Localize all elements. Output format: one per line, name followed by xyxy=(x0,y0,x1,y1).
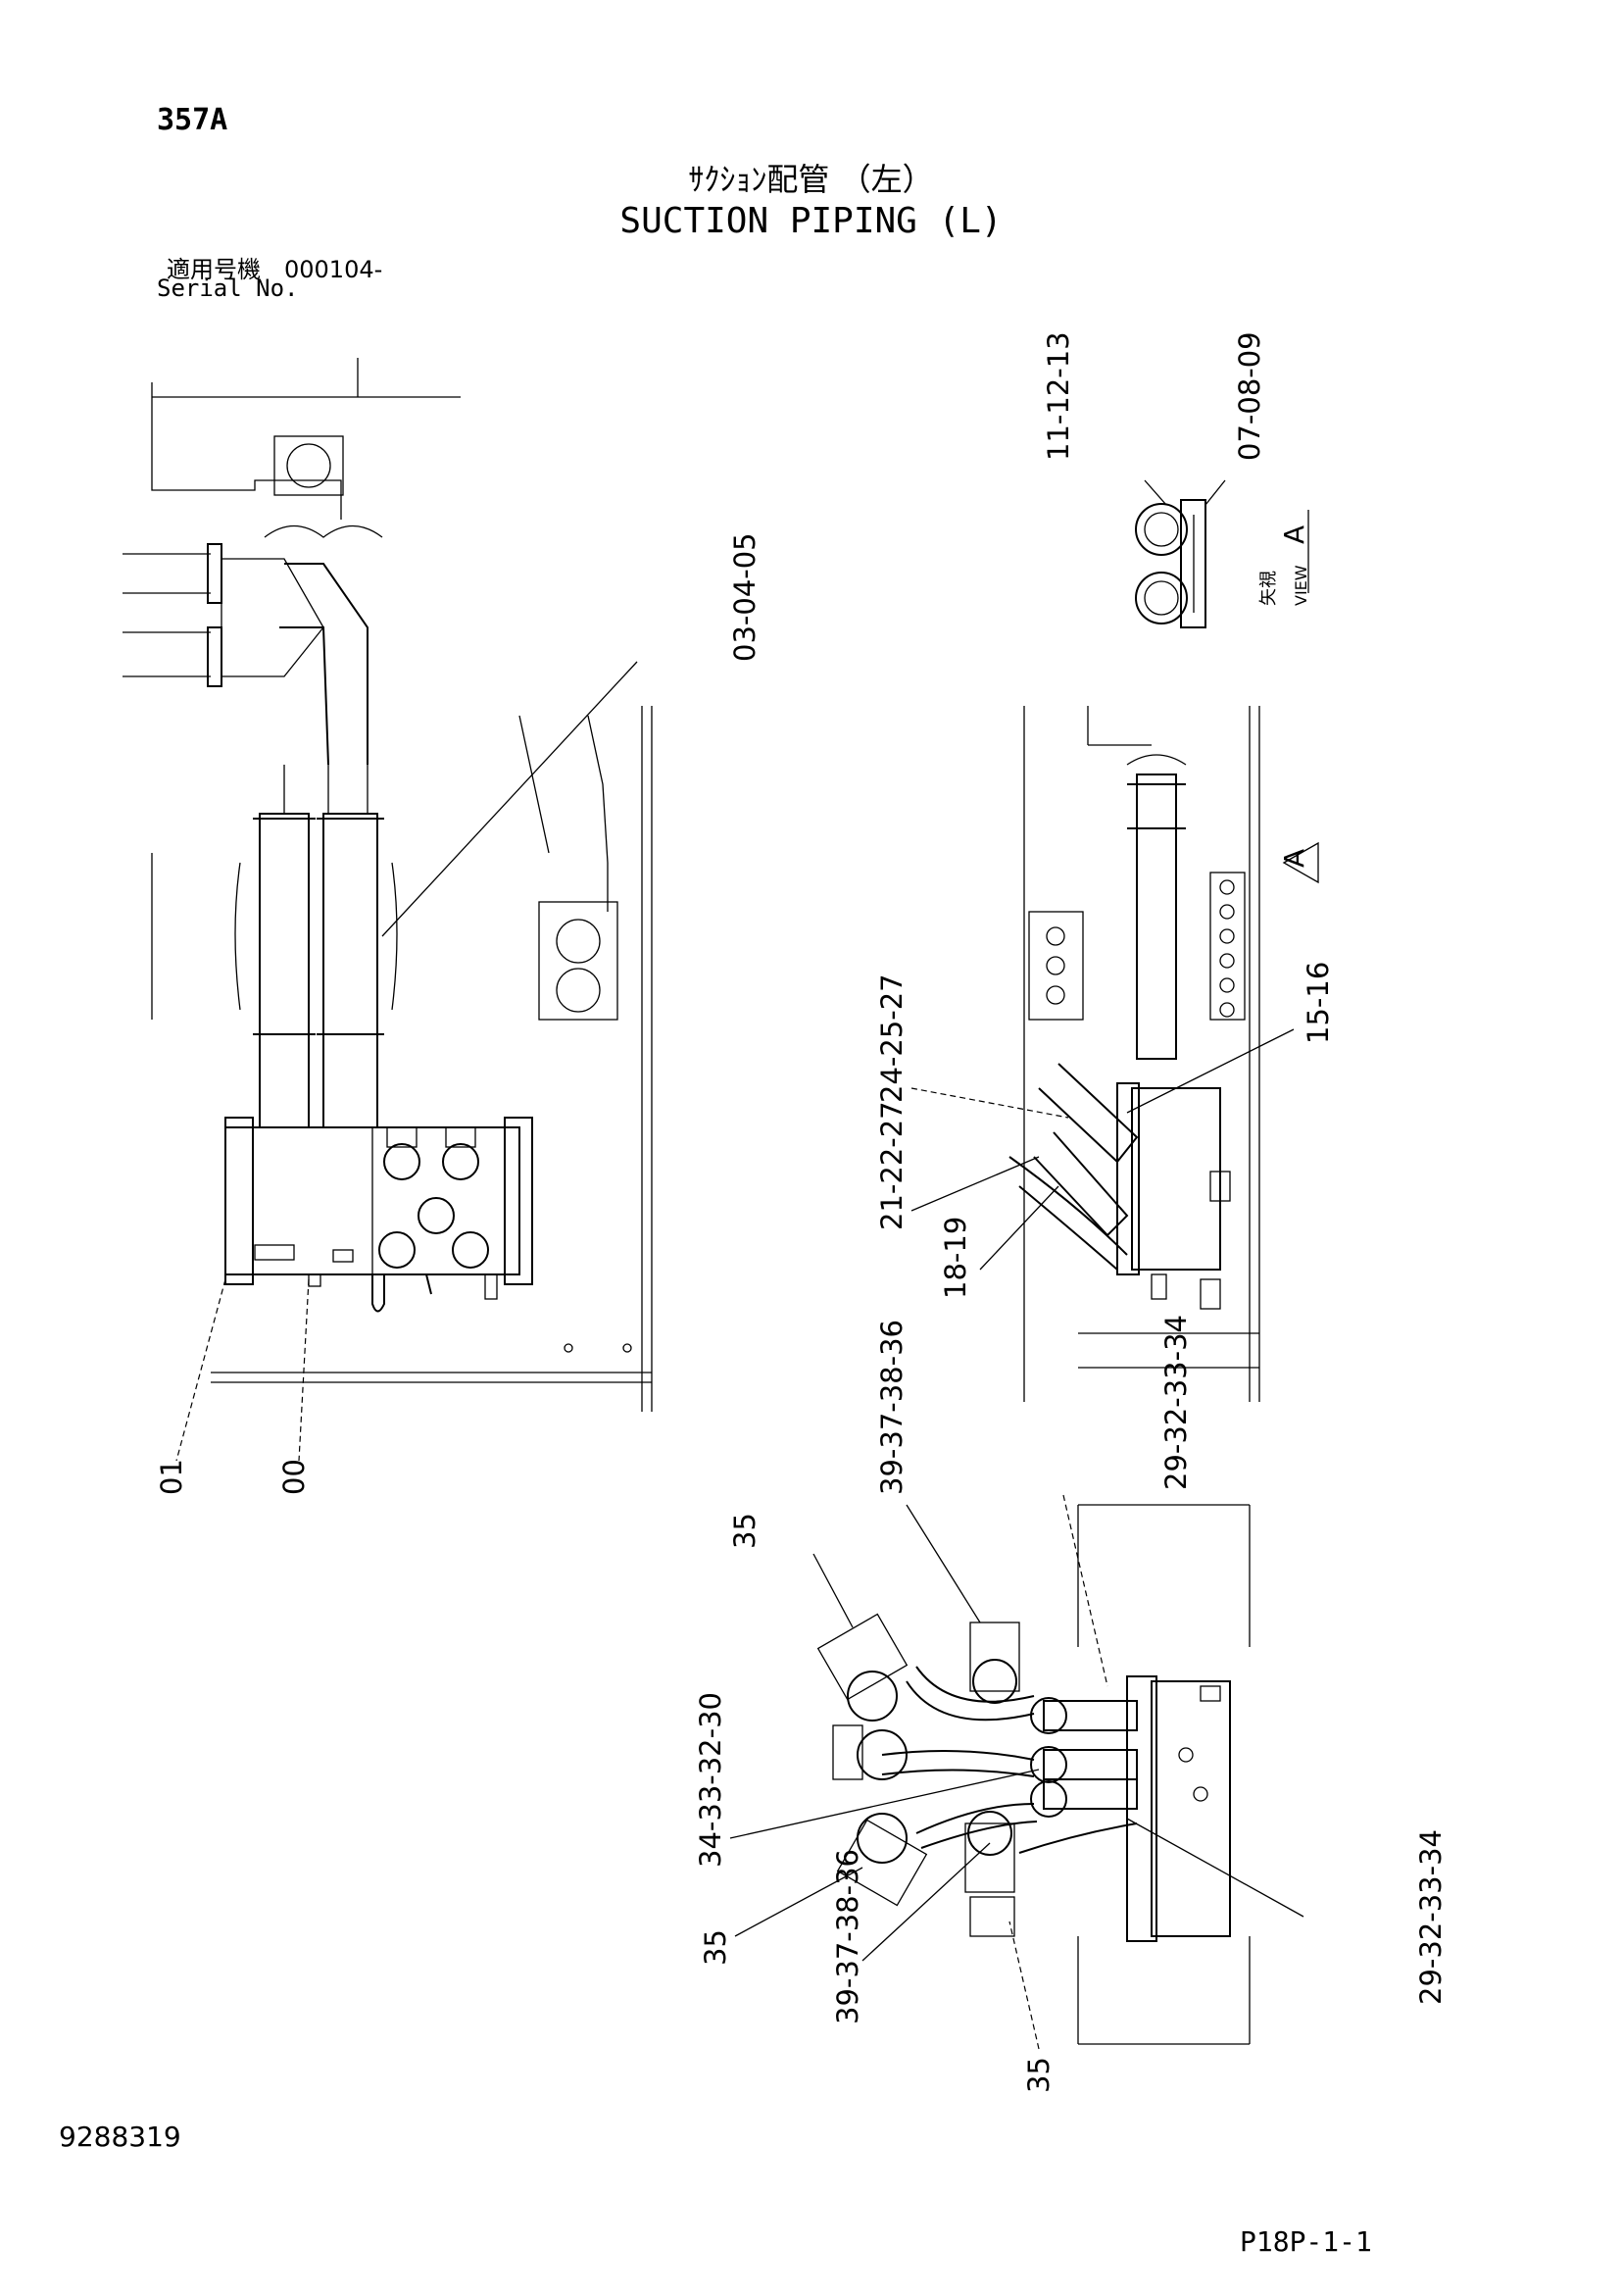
view-arrow-mark-a: A xyxy=(1278,849,1310,868)
callout-35-top: 35 xyxy=(728,1513,762,1549)
leader-29-32-33-34-top xyxy=(1062,1494,1108,1687)
callout-21-22-27: 21-22-27 xyxy=(875,1101,909,1230)
side-port-circle xyxy=(556,919,601,964)
pump-cluster xyxy=(816,1613,1020,1937)
callout-15-16: 15-16 xyxy=(1302,962,1335,1044)
leader-35-bottom xyxy=(1008,1921,1040,2050)
frame-curve xyxy=(587,715,609,912)
callout-29-32-33-34-top: 29-32-33-34 xyxy=(1159,1315,1193,1490)
callout-35-left: 35 xyxy=(699,1929,732,1966)
view-label-jp: 矢視 xyxy=(1258,571,1279,606)
serial-label-japanese: 適用号機 000104- xyxy=(167,256,383,283)
callout-01: 01 xyxy=(155,1459,188,1495)
leader-18-19 xyxy=(979,1185,1059,1271)
manifold-block xyxy=(224,1117,533,1313)
leader-35-left xyxy=(734,1867,863,1937)
leader-11-12-13 xyxy=(1144,479,1167,506)
callout-labels: 03-04-05 11-12-13 07-08-09 24-25-27 21-2… xyxy=(155,331,1448,2093)
leader-39-37-38-36-bottom xyxy=(861,1842,991,1962)
callout-34-33-32-30: 34-33-32-30 xyxy=(694,1692,727,1868)
title-japanese: ｻｸｼｮﾝ配管 （左） xyxy=(688,161,934,198)
callout-03-04-05: 03-04-05 xyxy=(728,532,762,662)
page-reference: P18P-1-1 xyxy=(1240,2225,1372,2258)
side-port-circle xyxy=(556,968,601,1013)
view-label-en: VIEW xyxy=(1292,565,1310,606)
serial-label-english: Serial No. xyxy=(157,275,299,302)
callout-18-19: 18-19 xyxy=(939,1217,972,1299)
callout-39-37-38-36-bottom: 39-37-38-36 xyxy=(831,1849,864,2024)
leader-39-37-38-36-top xyxy=(906,1504,981,1623)
frame-curve xyxy=(518,715,550,854)
page-code: 357A xyxy=(157,103,228,137)
callout-29-32-33-34-bottom: 29-32-33-34 xyxy=(1414,1829,1448,2005)
bottom-right-view xyxy=(729,1494,1304,2050)
leader-01 xyxy=(175,1278,226,1462)
left-main-view xyxy=(123,358,653,1462)
callout-24-25-27: 24-25-27 xyxy=(875,973,909,1103)
title-english: SUCTION PIPING (L) xyxy=(619,201,1003,241)
break-line xyxy=(264,524,383,538)
leader-29-32-33-34-bottom xyxy=(1126,1818,1304,1918)
upper-flange-circle xyxy=(286,443,331,488)
leader-00 xyxy=(298,1278,310,1462)
upper-frame-outline xyxy=(151,382,342,520)
callout-07-08-09: 07-08-09 xyxy=(1233,331,1266,461)
suction-pipes xyxy=(151,563,398,1128)
leader-34-33-32-30 xyxy=(729,1769,1040,1839)
callout-39-37-38-36-top: 39-37-38-36 xyxy=(875,1320,909,1495)
callout-11-12-13: 11-12-13 xyxy=(1042,331,1075,461)
bolt-dot xyxy=(564,1343,573,1353)
upper-flange-block xyxy=(273,435,344,496)
leader-24-25-27 xyxy=(910,1087,1069,1119)
right-middle-view xyxy=(910,706,1319,1402)
document-number: 9288319 xyxy=(59,2121,181,2153)
callout-35-bottom: 35 xyxy=(1022,2057,1056,2093)
bolt-dot xyxy=(622,1343,632,1353)
view-a-arrow xyxy=(1282,841,1319,884)
side-port-block xyxy=(538,901,618,1021)
leader-15-16 xyxy=(1126,1028,1295,1114)
callout-00: 00 xyxy=(277,1459,311,1495)
view-a-detail xyxy=(1135,479,1309,628)
leader-03-04-05 xyxy=(381,661,638,937)
view-mark-a: A xyxy=(1278,525,1310,544)
side-ports xyxy=(123,543,324,687)
leader-07-08-09 xyxy=(1204,479,1226,506)
leader-35-top xyxy=(812,1553,854,1628)
leader-21-22-27 xyxy=(910,1156,1040,1212)
